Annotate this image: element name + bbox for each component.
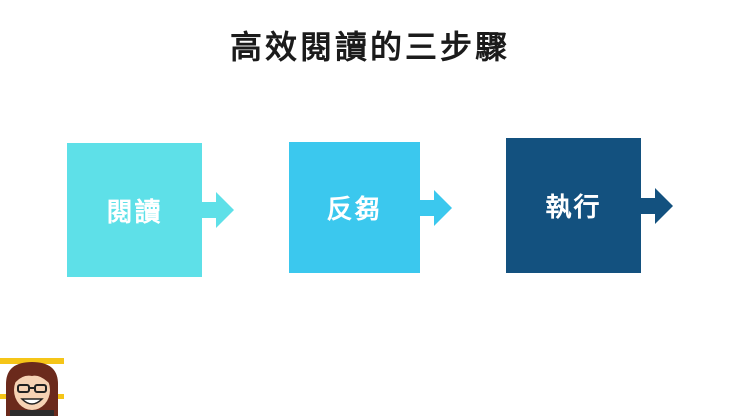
step-2-box: 反芻 (289, 142, 420, 273)
step-3-box: 執行 (506, 138, 641, 273)
step-1-arrow-icon (202, 192, 234, 228)
step-2-label: 反芻 (326, 195, 383, 225)
step-3-label: 執行 (545, 193, 602, 223)
step-3-arrow-icon (641, 188, 673, 224)
cartoon-avatar-icon (0, 358, 64, 416)
diagram-title: 高效閱讀的三步驟 (229, 28, 510, 66)
step-1-box: 閱讀 (67, 143, 202, 277)
step-1-label: 閱讀 (106, 197, 163, 228)
step-2-arrow-icon (420, 190, 452, 226)
